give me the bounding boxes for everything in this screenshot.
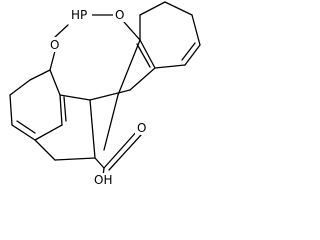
bond-acid-stub: [103, 94, 119, 151]
bond-center-2: [89, 89, 131, 101]
bond-right-ring-7-inner: [136, 43, 151, 68]
o-left-atom-label: O: [50, 38, 59, 52]
bond-lower-3: [89, 99, 96, 159]
bond-left-ring-2: [9, 79, 31, 96]
bond-right-ring-7: [139, 39, 156, 69]
bond-o-right-c: [123, 21, 141, 41]
bond-acid-c-o-double-2: [108, 134, 142, 171]
bond-lower-2: [54, 157, 96, 161]
bond-right-ring-5: [184, 44, 201, 66]
structure-drawing: HP O O O OH: [9, 1, 201, 185]
atom-labels: HP O O O OH: [48, 6, 149, 185]
o-right-atom-label: O: [115, 8, 124, 22]
bond-left-ring-4: [11, 124, 36, 141]
bond-right-ring-6: [154, 64, 186, 69]
bond-lower-1: [34, 139, 56, 161]
o-right-label-bg: [113, 6, 127, 22]
o-carbonyl-atom-label: O: [137, 121, 146, 135]
bond-hp-o-left: [54, 24, 69, 38]
bond-right-ring-2: [139, 1, 166, 16]
oh-label-bg: [92, 173, 118, 185]
bond-left-ring-6-inner: [63, 96, 67, 122]
bond-acid-c-o-double-1: [103, 129, 139, 169]
bond-left-ring-7: [49, 69, 61, 96]
bond-left-ring-5: [34, 124, 63, 141]
o-carbonyl-label-bg: [135, 120, 149, 135]
bond-o-left-c: [49, 50, 56, 71]
bond-center-1: [59, 94, 91, 101]
bond-right-ring-5-inner: [181, 42, 196, 61]
bond-left-ring-4-inner: [16, 120, 36, 134]
bond-center-3: [129, 67, 156, 91]
bond-lower-4: [94, 157, 105, 169]
bond-right-ring-4: [191, 14, 201, 46]
o-left-label-bg: [48, 37, 62, 52]
bond-center-4: [117, 39, 141, 96]
bond-left-ring-3: [9, 94, 13, 126]
bond-right-ring-3: [164, 1, 193, 16]
bond-left-ring-6: [59, 94, 63, 126]
hp-atom-label: HP: [71, 8, 87, 22]
bond-left-ring-1: [29, 69, 51, 81]
hp-label-bg: [70, 6, 92, 22]
chemical-structure-diagram: HP O O O OH: [9, 1, 201, 185]
bond-set: [9, 1, 201, 177]
oh-atom-label: OH: [94, 173, 112, 185]
